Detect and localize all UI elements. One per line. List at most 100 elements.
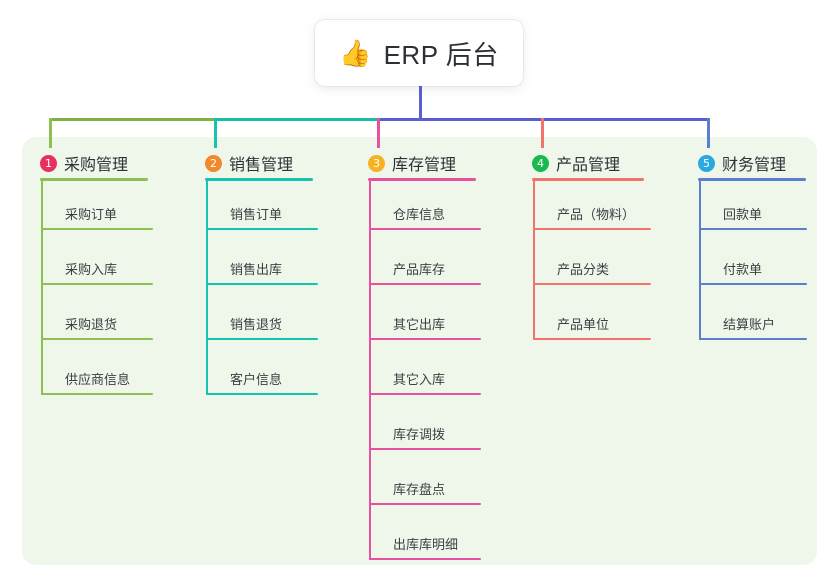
leaf-item[interactable]: 供应商信息 <box>41 365 153 395</box>
column-title: 销售管理 <box>229 157 294 174</box>
column-title: 采购管理 <box>64 157 129 174</box>
leaf-item-label: 产品（物料） <box>557 207 636 222</box>
column-header-3[interactable]: 3 库存管理 <box>368 150 456 176</box>
leaf-item-rule <box>206 338 318 340</box>
leaf-item-rule <box>369 338 481 340</box>
leaf-item[interactable]: 产品库存 <box>369 255 481 285</box>
leaf-item[interactable]: 仓库信息 <box>369 200 481 230</box>
column-title: 库存管理 <box>392 157 457 174</box>
leaf-item-label: 库存盘点 <box>393 482 446 497</box>
leaf-item-label: 付款单 <box>723 262 763 277</box>
leaf-item-rule <box>699 228 807 230</box>
leaf-item[interactable]: 销售出库 <box>206 255 318 285</box>
leaf-item-label: 其它入库 <box>393 372 446 387</box>
leaf-item[interactable]: 采购入库 <box>41 255 153 285</box>
column-badge-3: 3 <box>368 154 385 172</box>
leaf-item-label: 采购订单 <box>65 207 118 222</box>
leaf-item-rule <box>41 283 153 285</box>
column-spine <box>369 181 371 560</box>
leaf-item-label: 回款单 <box>723 207 763 222</box>
column-spine <box>206 181 208 395</box>
leaf-item-rule <box>369 558 481 560</box>
leaf-item[interactable]: 结算账户 <box>699 310 807 340</box>
leaf-item[interactable]: 销售订单 <box>206 200 318 230</box>
column-spine <box>699 181 701 340</box>
root-node[interactable]: 👍 ERP 后台 <box>315 20 523 86</box>
column-header-5[interactable]: 5 财务管理 <box>698 150 786 176</box>
leaf-item-label: 供应商信息 <box>65 372 131 387</box>
leaf-item[interactable]: 产品单位 <box>533 310 651 340</box>
branch-bar-segment-1 <box>49 118 217 121</box>
leaf-item-label: 产品分类 <box>557 262 610 277</box>
column-产品管理: 4 产品管理产品（物料） 产品分类产品单位 <box>532 150 651 340</box>
leaf-item-label: 采购入库 <box>65 262 118 277</box>
leaf-item[interactable]: 库存盘点 <box>369 475 481 505</box>
leaf-item-rule <box>206 283 318 285</box>
leaf-item-label: 采购退货 <box>65 317 118 332</box>
leaf-item-label: 销售出库 <box>230 262 283 277</box>
column-title: 产品管理 <box>556 157 621 174</box>
drop-line-3 <box>377 118 380 148</box>
column-header-rule <box>368 178 476 181</box>
drop-line-1 <box>49 118 52 148</box>
leaf-item-rule <box>369 228 481 230</box>
drop-line-5 <box>707 118 710 148</box>
leaf-item-label: 结算账户 <box>723 317 776 332</box>
column-库存管理: 3 库存管理仓库信息产品库存其它出库其它入库库存调拨库存盘点出库库明细 <box>368 150 481 560</box>
leaf-item-label: 其它出库 <box>393 317 446 332</box>
leaf-item[interactable]: 其它入库 <box>369 365 481 395</box>
leaf-item[interactable]: 回款单 <box>699 200 807 230</box>
leaf-item-rule <box>41 228 153 230</box>
leaf-item-label: 销售订单 <box>230 207 283 222</box>
leaf-item-label: 出库库明细 <box>393 537 459 552</box>
column-badge-5: 5 <box>698 154 715 172</box>
leaf-item-rule <box>533 228 651 230</box>
leaf-item-rule <box>533 283 651 285</box>
leaf-item-rule <box>369 448 481 450</box>
column-header-rule <box>205 178 313 181</box>
leaf-item[interactable]: 采购订单 <box>41 200 153 230</box>
column-header-rule <box>532 178 644 181</box>
leaf-item-label: 库存调拨 <box>393 427 446 442</box>
drop-line-2 <box>214 118 217 148</box>
thumbs-up-emoji: 👍 <box>339 38 372 68</box>
leaf-item-rule <box>699 283 807 285</box>
root-stem <box>419 86 422 121</box>
column-badge-4: 4 <box>532 154 549 172</box>
leaf-item[interactable]: 产品分类 <box>533 255 651 285</box>
background-panel <box>22 137 817 565</box>
column-spine <box>41 181 43 395</box>
leaf-item-rule <box>369 393 481 395</box>
leaf-item-label: 产品库存 <box>393 262 446 277</box>
leaf-item-rule <box>41 393 153 395</box>
leaf-item-label: 客户信息 <box>230 372 283 387</box>
leaf-item-rule <box>533 338 651 340</box>
leaf-item[interactable]: 采购退货 <box>41 310 153 340</box>
leaf-item-rule <box>206 228 318 230</box>
branch-bar-segment-2 <box>214 118 380 121</box>
drop-line-4 <box>541 118 544 148</box>
leaf-item-label: 产品单位 <box>557 317 610 332</box>
column-header-rule <box>40 178 148 181</box>
leaf-item[interactable]: 产品（物料） <box>533 200 651 230</box>
leaf-item[interactable]: 销售退货 <box>206 310 318 340</box>
leaf-item-label: 销售退货 <box>230 317 283 332</box>
column-财务管理: 5 财务管理回款单付款单结算账户 <box>698 150 807 340</box>
leaf-item[interactable]: 客户信息 <box>206 365 318 395</box>
leaf-item[interactable]: 其它出库 <box>369 310 481 340</box>
column-spine <box>533 181 535 340</box>
root-node-label: ERP 后台 <box>383 39 499 70</box>
leaf-item[interactable]: 出库库明细 <box>369 530 481 560</box>
column-header-4[interactable]: 4 产品管理 <box>532 150 620 176</box>
leaf-item[interactable]: 库存调拨 <box>369 420 481 450</box>
leaf-item[interactable]: 付款单 <box>699 255 807 285</box>
column-header-rule <box>698 178 806 181</box>
leaf-item-rule <box>699 338 807 340</box>
column-title: 财务管理 <box>722 157 787 174</box>
leaf-item-rule <box>41 338 153 340</box>
